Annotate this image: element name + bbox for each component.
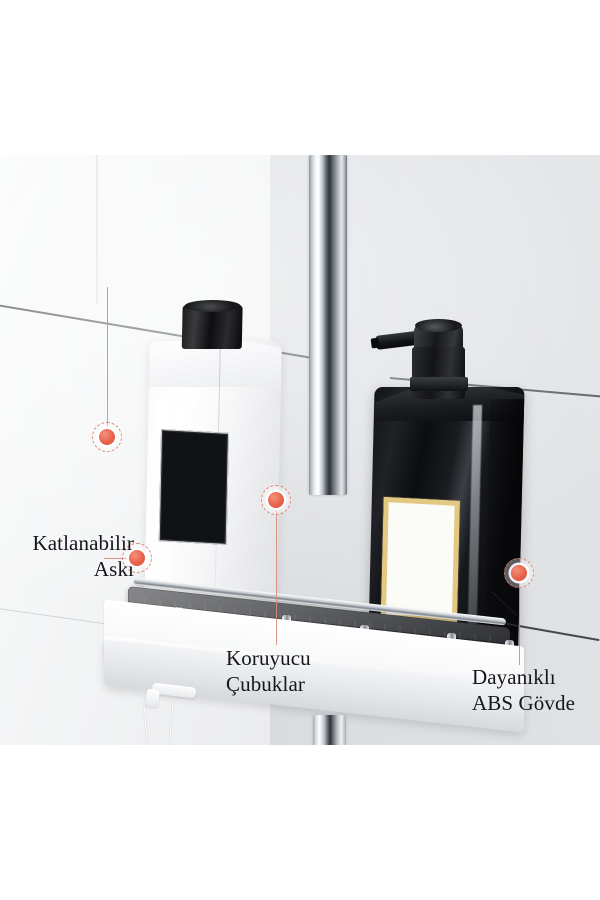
hook-tip xyxy=(144,688,161,708)
callout-label-koruyucu-cubuklar: Koruyucu Çubuklar xyxy=(226,646,396,697)
callout-line-1: Katlanabilir xyxy=(32,531,134,555)
bottle-black-label xyxy=(158,429,229,545)
bottle-black-cap xyxy=(181,305,243,349)
dispenser-gold-label xyxy=(380,497,460,623)
callout-line-1: Dayanıklı xyxy=(472,665,556,689)
dispenser-pump-collar xyxy=(410,377,468,391)
callout-line-2: Çubuklar xyxy=(226,671,305,696)
callout-marker-shelf-upper[interactable] xyxy=(92,422,122,452)
marker-dot xyxy=(268,492,284,508)
callout-label-katlanabilir-aski: Katlanabilir Askı xyxy=(4,531,134,582)
callout-line-1: Koruyucu xyxy=(226,646,311,670)
shower-riser-pole-lower xyxy=(313,715,346,745)
white-shampoo-bottle xyxy=(144,305,282,619)
marker-dot xyxy=(511,565,527,581)
callout-marker-dayanikli-abs-govde[interactable] xyxy=(504,558,534,588)
shower-riser-pole-upper xyxy=(309,155,347,495)
callout-label-dayanikli-abs-govde: Dayanıklı ABS Gövde xyxy=(472,665,600,716)
bottom-whitespace xyxy=(0,745,600,900)
callout-line-2: Askı xyxy=(93,556,134,581)
callout-connector-koruyucu xyxy=(276,500,278,645)
callout-line-2: ABS Gövde xyxy=(472,690,575,715)
callout-connector-shelf-upper xyxy=(107,287,109,437)
marker-dot xyxy=(99,429,115,445)
tile-grout-line-vertical xyxy=(96,155,98,305)
dispenser-pump-body xyxy=(412,347,465,399)
callout-marker-koruyucu-cubuklar[interactable] xyxy=(261,485,291,515)
